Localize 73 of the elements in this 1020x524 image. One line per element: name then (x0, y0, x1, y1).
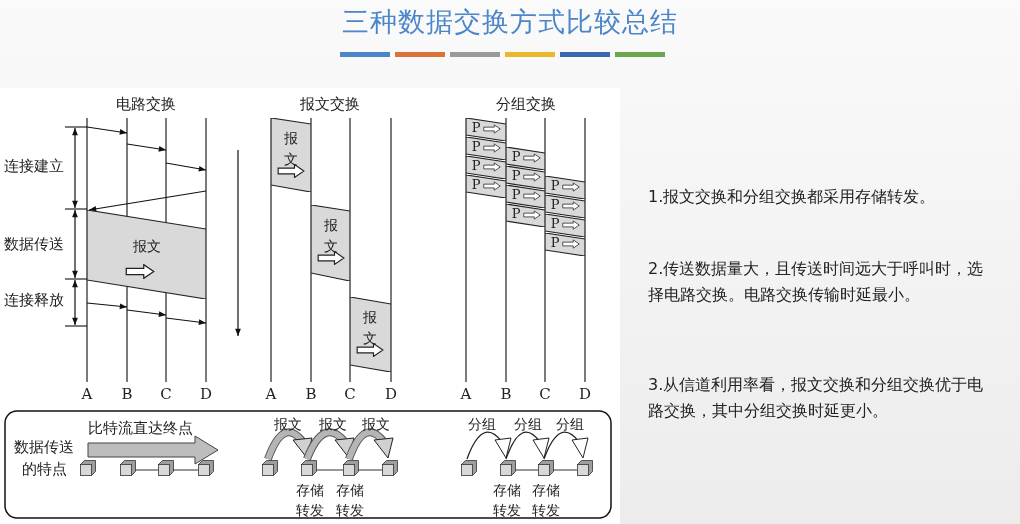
block-arrow (87, 435, 219, 465)
phase-label: 连接建立 (4, 158, 64, 174)
axis-label: B (305, 386, 317, 402)
curved-arrow (303, 428, 355, 461)
cube-icon (343, 460, 359, 476)
axis-label: B (500, 386, 512, 402)
hop-label: 报文 (319, 416, 347, 432)
cube-icon (80, 460, 96, 476)
note-text: 2.传送数据量大，且传送时间远大于呼叫时，选择电路交换。电路交换传输时延最小。 (648, 258, 985, 306)
node-label: 存储转发 (492, 481, 522, 520)
note-text: 3.从信道利用率看，报文交换和分组交换优于电路交换，其中分组交换时延更小。 (648, 374, 985, 422)
column-heading: 电路交换 (116, 96, 176, 112)
packet-block (545, 233, 585, 256)
cube-icon (382, 460, 398, 476)
node-label: 存储转发 (295, 481, 325, 520)
block-label: P (549, 236, 561, 249)
hop-label: 报文 (274, 416, 302, 432)
axis-label: D (385, 386, 397, 402)
hop-label: 分组 (468, 416, 496, 432)
message-block (350, 297, 391, 372)
block-label: P (510, 207, 522, 220)
axis-label: C (344, 386, 356, 402)
axis-label: B (121, 386, 133, 402)
block-label: P (549, 217, 561, 230)
phase-label: 连接释放 (4, 292, 64, 308)
node-label: 存储转发 (531, 481, 561, 520)
curved-arrow (264, 428, 313, 461)
hop-label: 分组 (514, 416, 542, 432)
curved-arrow (543, 431, 589, 460)
phase-label: 数据传送 (4, 236, 64, 252)
packet-block (466, 175, 506, 198)
cube-icon (538, 460, 554, 476)
axis-label: A (460, 386, 472, 402)
cube-icon (301, 460, 317, 476)
block-label: P (470, 140, 482, 153)
block-label: 报文 (132, 238, 162, 255)
data-transfer-block (87, 210, 206, 299)
edge-label: 比特流直达终点 (88, 420, 193, 436)
cube-icon (262, 460, 278, 476)
slide-title: 三种数据交换方式比较总结 (341, 5, 679, 39)
cube-icon (158, 460, 174, 476)
cube-icon (461, 460, 477, 476)
cube-icon (577, 460, 593, 476)
block-label: P (470, 159, 482, 172)
block-label: P (510, 169, 522, 182)
axis-label: C (160, 386, 172, 402)
cube-icon (500, 460, 516, 476)
block-label: P (549, 179, 561, 192)
axis-label: D (579, 386, 591, 402)
axis-label: A (265, 386, 277, 402)
axis-label: C (539, 386, 551, 402)
curved-arrow (505, 431, 550, 460)
note-text: 1.报文交换和分组交换都采用存储转发。 (648, 186, 937, 208)
block-label: P (510, 188, 522, 201)
curved-arrow (345, 428, 394, 461)
cube-icon (120, 460, 136, 476)
message-block (271, 118, 311, 192)
axis-label: A (81, 386, 93, 402)
axis-label: D (200, 386, 212, 402)
block-label: P (470, 178, 482, 191)
block-label: P (549, 198, 561, 211)
hop-label: 报文 (362, 416, 390, 432)
curved-arrow (466, 431, 512, 460)
hop-label: 分组 (556, 416, 584, 432)
block-label: P (510, 150, 522, 163)
column-heading: 分组交换 (496, 96, 556, 112)
node-label: 存储转发 (335, 481, 365, 520)
block-label: P (470, 121, 482, 134)
message-block (311, 205, 350, 281)
packet-block (506, 204, 545, 227)
row-heading: 数据传送的特点 (13, 437, 75, 480)
cube-icon (198, 460, 214, 476)
column-heading: 报文交换 (300, 96, 360, 112)
